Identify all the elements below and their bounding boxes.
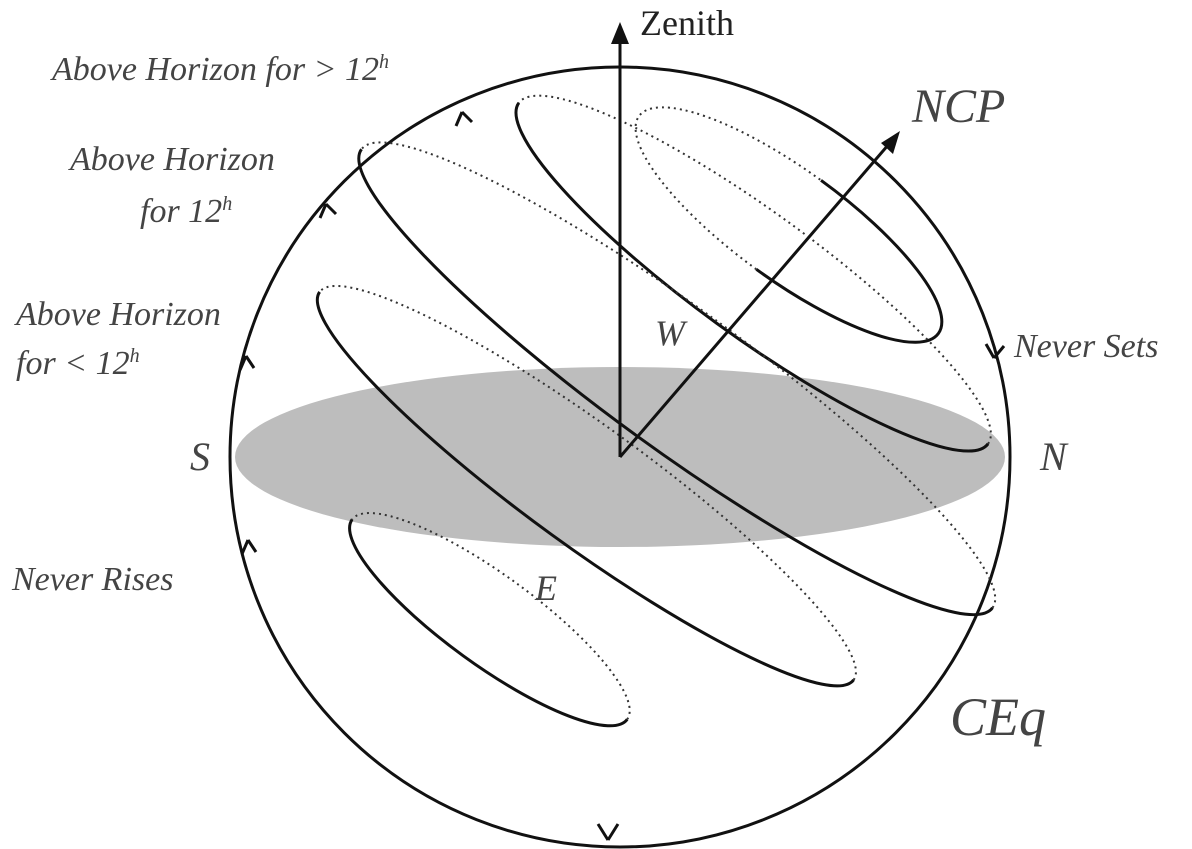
arrow-bottom	[596, 823, 620, 841]
celestial-equator-back	[360, 141, 997, 609]
above-lt12-label-line1: Above Horizon	[14, 296, 221, 333]
arrow-12	[318, 202, 338, 219]
diurnal-circle-above-gt12-back	[518, 94, 992, 445]
north-label: N	[1039, 434, 1069, 479]
ncp-arrowhead	[881, 131, 900, 154]
arrow-never-rises	[240, 539, 258, 555]
above-gt12-label: Above Horizon for > 12h	[50, 51, 389, 88]
never-rises-label: Never Rises	[11, 561, 173, 598]
diurnal-circle-above-lt12-back	[318, 284, 857, 681]
never-sets-label: Never Sets	[1013, 328, 1158, 365]
ncp-axis	[618, 136, 897, 458]
diurnal-circle-never-rises-front	[348, 518, 629, 728]
arrow-gt12	[454, 110, 474, 127]
west-label: W	[655, 313, 688, 353]
diurnal-circle-never-sets-front	[755, 179, 944, 344]
diurnal-circle-never-sets-back	[634, 106, 822, 271]
celestial-equator-front	[357, 148, 994, 617]
above-12-sup: h	[222, 193, 232, 215]
zenith-arrowhead	[611, 22, 629, 44]
zenith-label: Zenith	[640, 3, 734, 43]
arrow-lt12	[238, 355, 256, 371]
above-gt12-sup: h	[379, 51, 389, 73]
diurnal-circle-above-gt12-front	[514, 102, 990, 453]
east-label: E	[534, 568, 557, 608]
above-12-label-line2: for 12h	[140, 193, 232, 230]
above-gt12-text: Above Horizon for > 12	[50, 51, 379, 88]
celestial-equator-label: CEq	[950, 687, 1046, 747]
arrow-never-sets	[984, 343, 1006, 359]
above-lt12-label-line2: for < 12h	[16, 345, 140, 382]
above-lt12-text: for < 12	[16, 345, 130, 382]
ncp-label: NCP	[911, 80, 1005, 133]
above-lt12-sup: h	[130, 345, 140, 367]
diurnal-circle-above-lt12-front	[315, 291, 855, 688]
diurnal-circle-never-rises-back	[351, 512, 631, 720]
above-12-label-line1: Above Horizon	[68, 141, 275, 178]
south-label: S	[190, 434, 210, 479]
above-12-text: for 12	[140, 193, 222, 230]
